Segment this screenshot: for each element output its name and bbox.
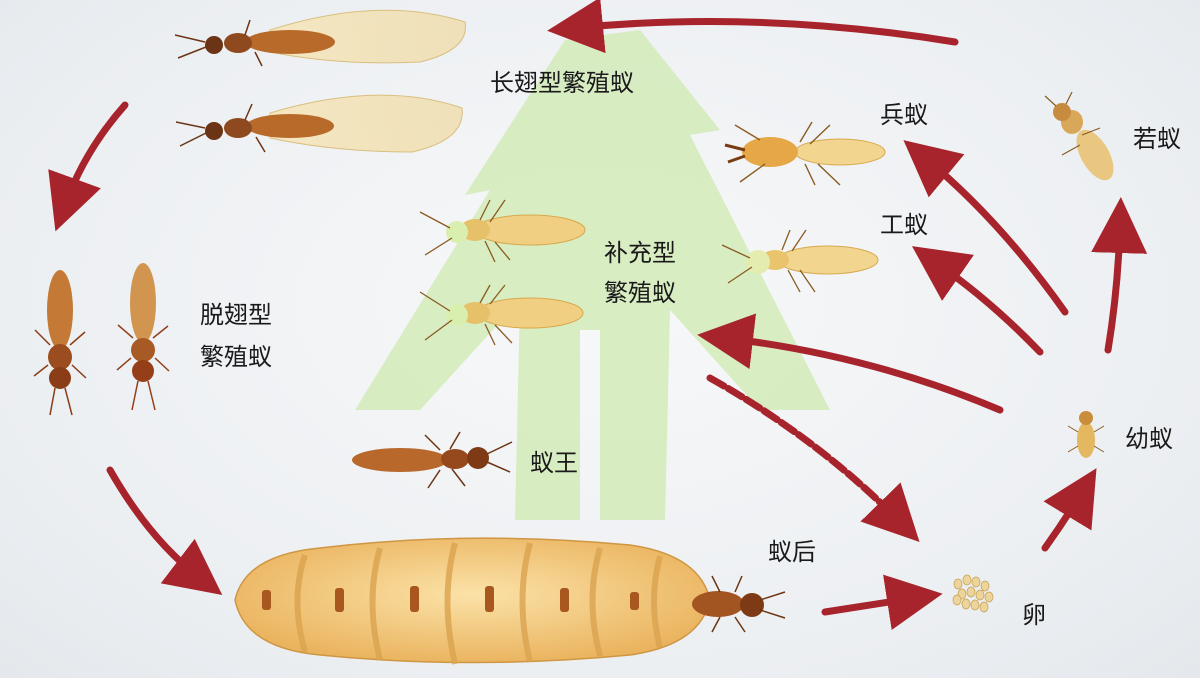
winged-termite-2 (175, 94, 463, 153)
dealate-termite-1 (33, 270, 87, 416)
label-nymph: 若蚁 (1133, 125, 1181, 153)
arrow-egg-to-larva (1041, 468, 1097, 552)
winged-termite-1 (174, 9, 466, 67)
soldier-termite (724, 121, 886, 186)
supplementary-termite-1 (419, 199, 586, 263)
label-dealate-line2: 繁殖蚁 (200, 343, 272, 371)
arrow-to-worker (911, 246, 1044, 356)
egg-cluster (952, 574, 994, 613)
arrow-dealate-to-queen (106, 466, 223, 595)
supplementary-termite-2 (419, 284, 584, 346)
label-winged-reproductive: 长翅型繁殖蚁 (490, 69, 634, 97)
dealate-termite-2 (116, 263, 170, 411)
label-king: 蚁王 (530, 449, 578, 477)
arrow-larva-to-nymph (1091, 197, 1148, 354)
big-green-arrow (355, 30, 830, 520)
arrow-queen-to-egg (821, 574, 943, 630)
label-supplementary-line2: 繁殖蚁 (604, 279, 676, 307)
arrow-to-winged (547, 0, 959, 54)
nymph-termite (1044, 91, 1114, 181)
arrow-to-queen (706, 374, 920, 543)
label-egg: 卵 (1022, 601, 1046, 629)
label-soldier: 兵蚁 (880, 101, 928, 129)
label-worker: 工蚁 (880, 211, 928, 239)
queen-termite (234, 537, 786, 665)
larva-termite (1067, 411, 1105, 458)
label-larva: 幼蚁 (1125, 425, 1173, 453)
label-supplementary-line1: 补充型 (604, 239, 676, 267)
worker-termite (721, 229, 879, 293)
arrow-winged-to-dealate (48, 101, 129, 232)
king-termite (352, 431, 513, 489)
arrow-to-soldier (903, 140, 1069, 316)
arrow-to-supplementary (697, 313, 1004, 414)
label-dealate-line1: 脱翅型 (200, 301, 272, 329)
label-queen: 蚁后 (768, 538, 816, 566)
